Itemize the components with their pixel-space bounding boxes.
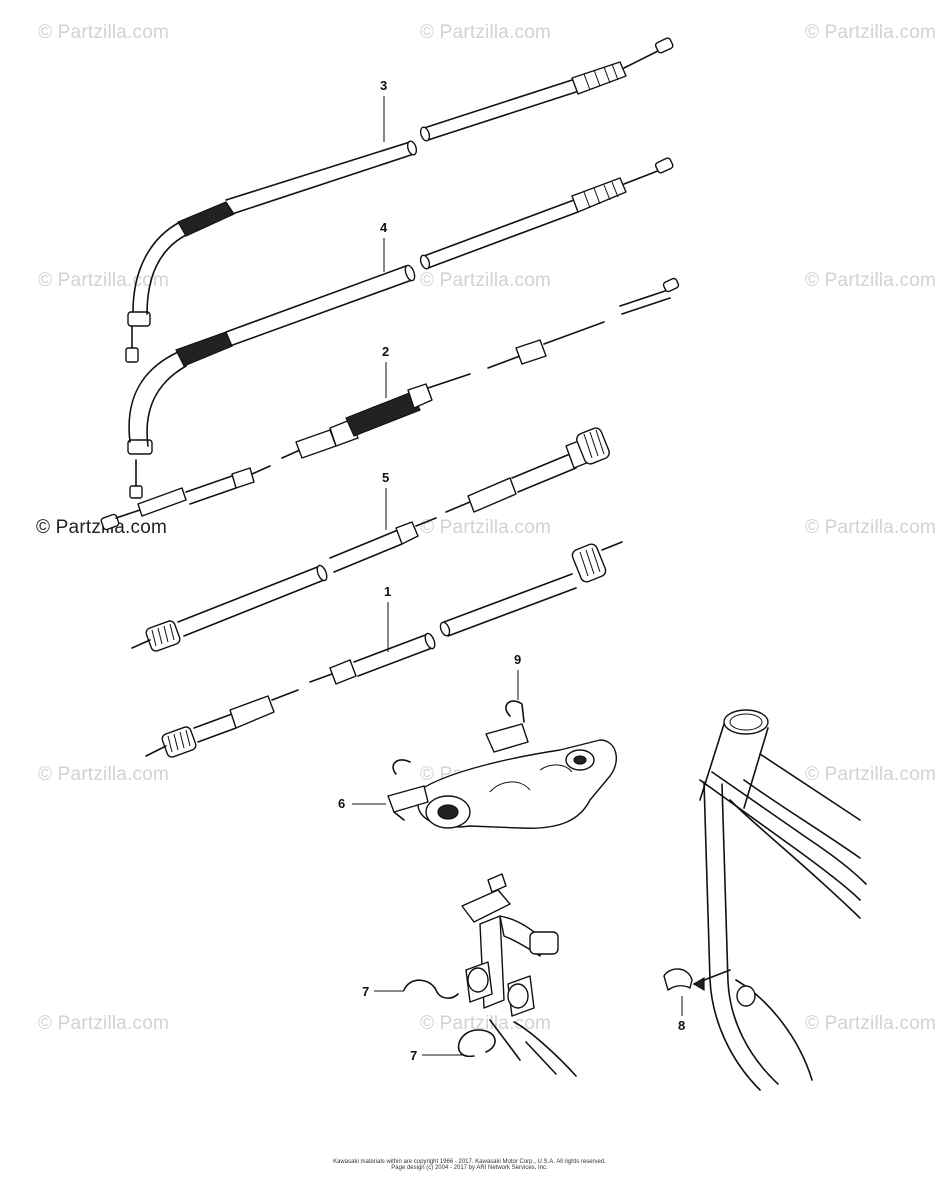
watermark: © Partzilla.com (420, 270, 552, 291)
frame-section (663, 709, 867, 1091)
cable-3 (125, 37, 674, 363)
watermark: © Partzilla.com (420, 517, 552, 538)
cable-4 (127, 157, 674, 499)
callout-2: 2 (382, 344, 389, 359)
cable-5 (131, 427, 610, 652)
callout-6: 6 (338, 796, 345, 811)
callout-5: 5 (382, 470, 389, 485)
watermark: © Partzilla.com (38, 1013, 170, 1034)
cable-1 (145, 541, 623, 758)
callout-8: 8 (678, 1018, 685, 1033)
callout-4: 4 (380, 220, 388, 235)
copyright-line-1: Kawasaki materials within are copyright … (333, 1159, 606, 1165)
watermark: © Partzilla.com (38, 764, 170, 785)
callout-7-lower: 7 (410, 1048, 417, 1063)
watermark: © Partzilla.com (805, 22, 937, 43)
watermark: © Partzilla.com (805, 764, 937, 785)
callout-1: 1 (384, 584, 391, 599)
watermark: © Partzilla.com (36, 517, 168, 538)
watermark: © Partzilla.com (805, 270, 937, 291)
cable-2 (100, 277, 680, 531)
watermark: © Partzilla.com (38, 22, 170, 43)
watermark: © Partzilla.com (420, 1013, 552, 1034)
switch-housing (387, 700, 618, 829)
watermark: © Partzilla.com (420, 22, 552, 43)
watermark: © Partzilla.com (805, 1013, 937, 1034)
callout-7-upper: 7 (362, 984, 369, 999)
callout-9: 9 (514, 652, 521, 667)
copyright-line-2: Page design (c) 2004 - 2017 by ARI Netwo… (391, 1165, 548, 1171)
callout-3: 3 (380, 78, 387, 93)
steering-stem (403, 873, 577, 1077)
watermark: © Partzilla.com (805, 517, 937, 538)
copyright-footer: Kawasaki materials within are copyright … (0, 1159, 939, 1171)
